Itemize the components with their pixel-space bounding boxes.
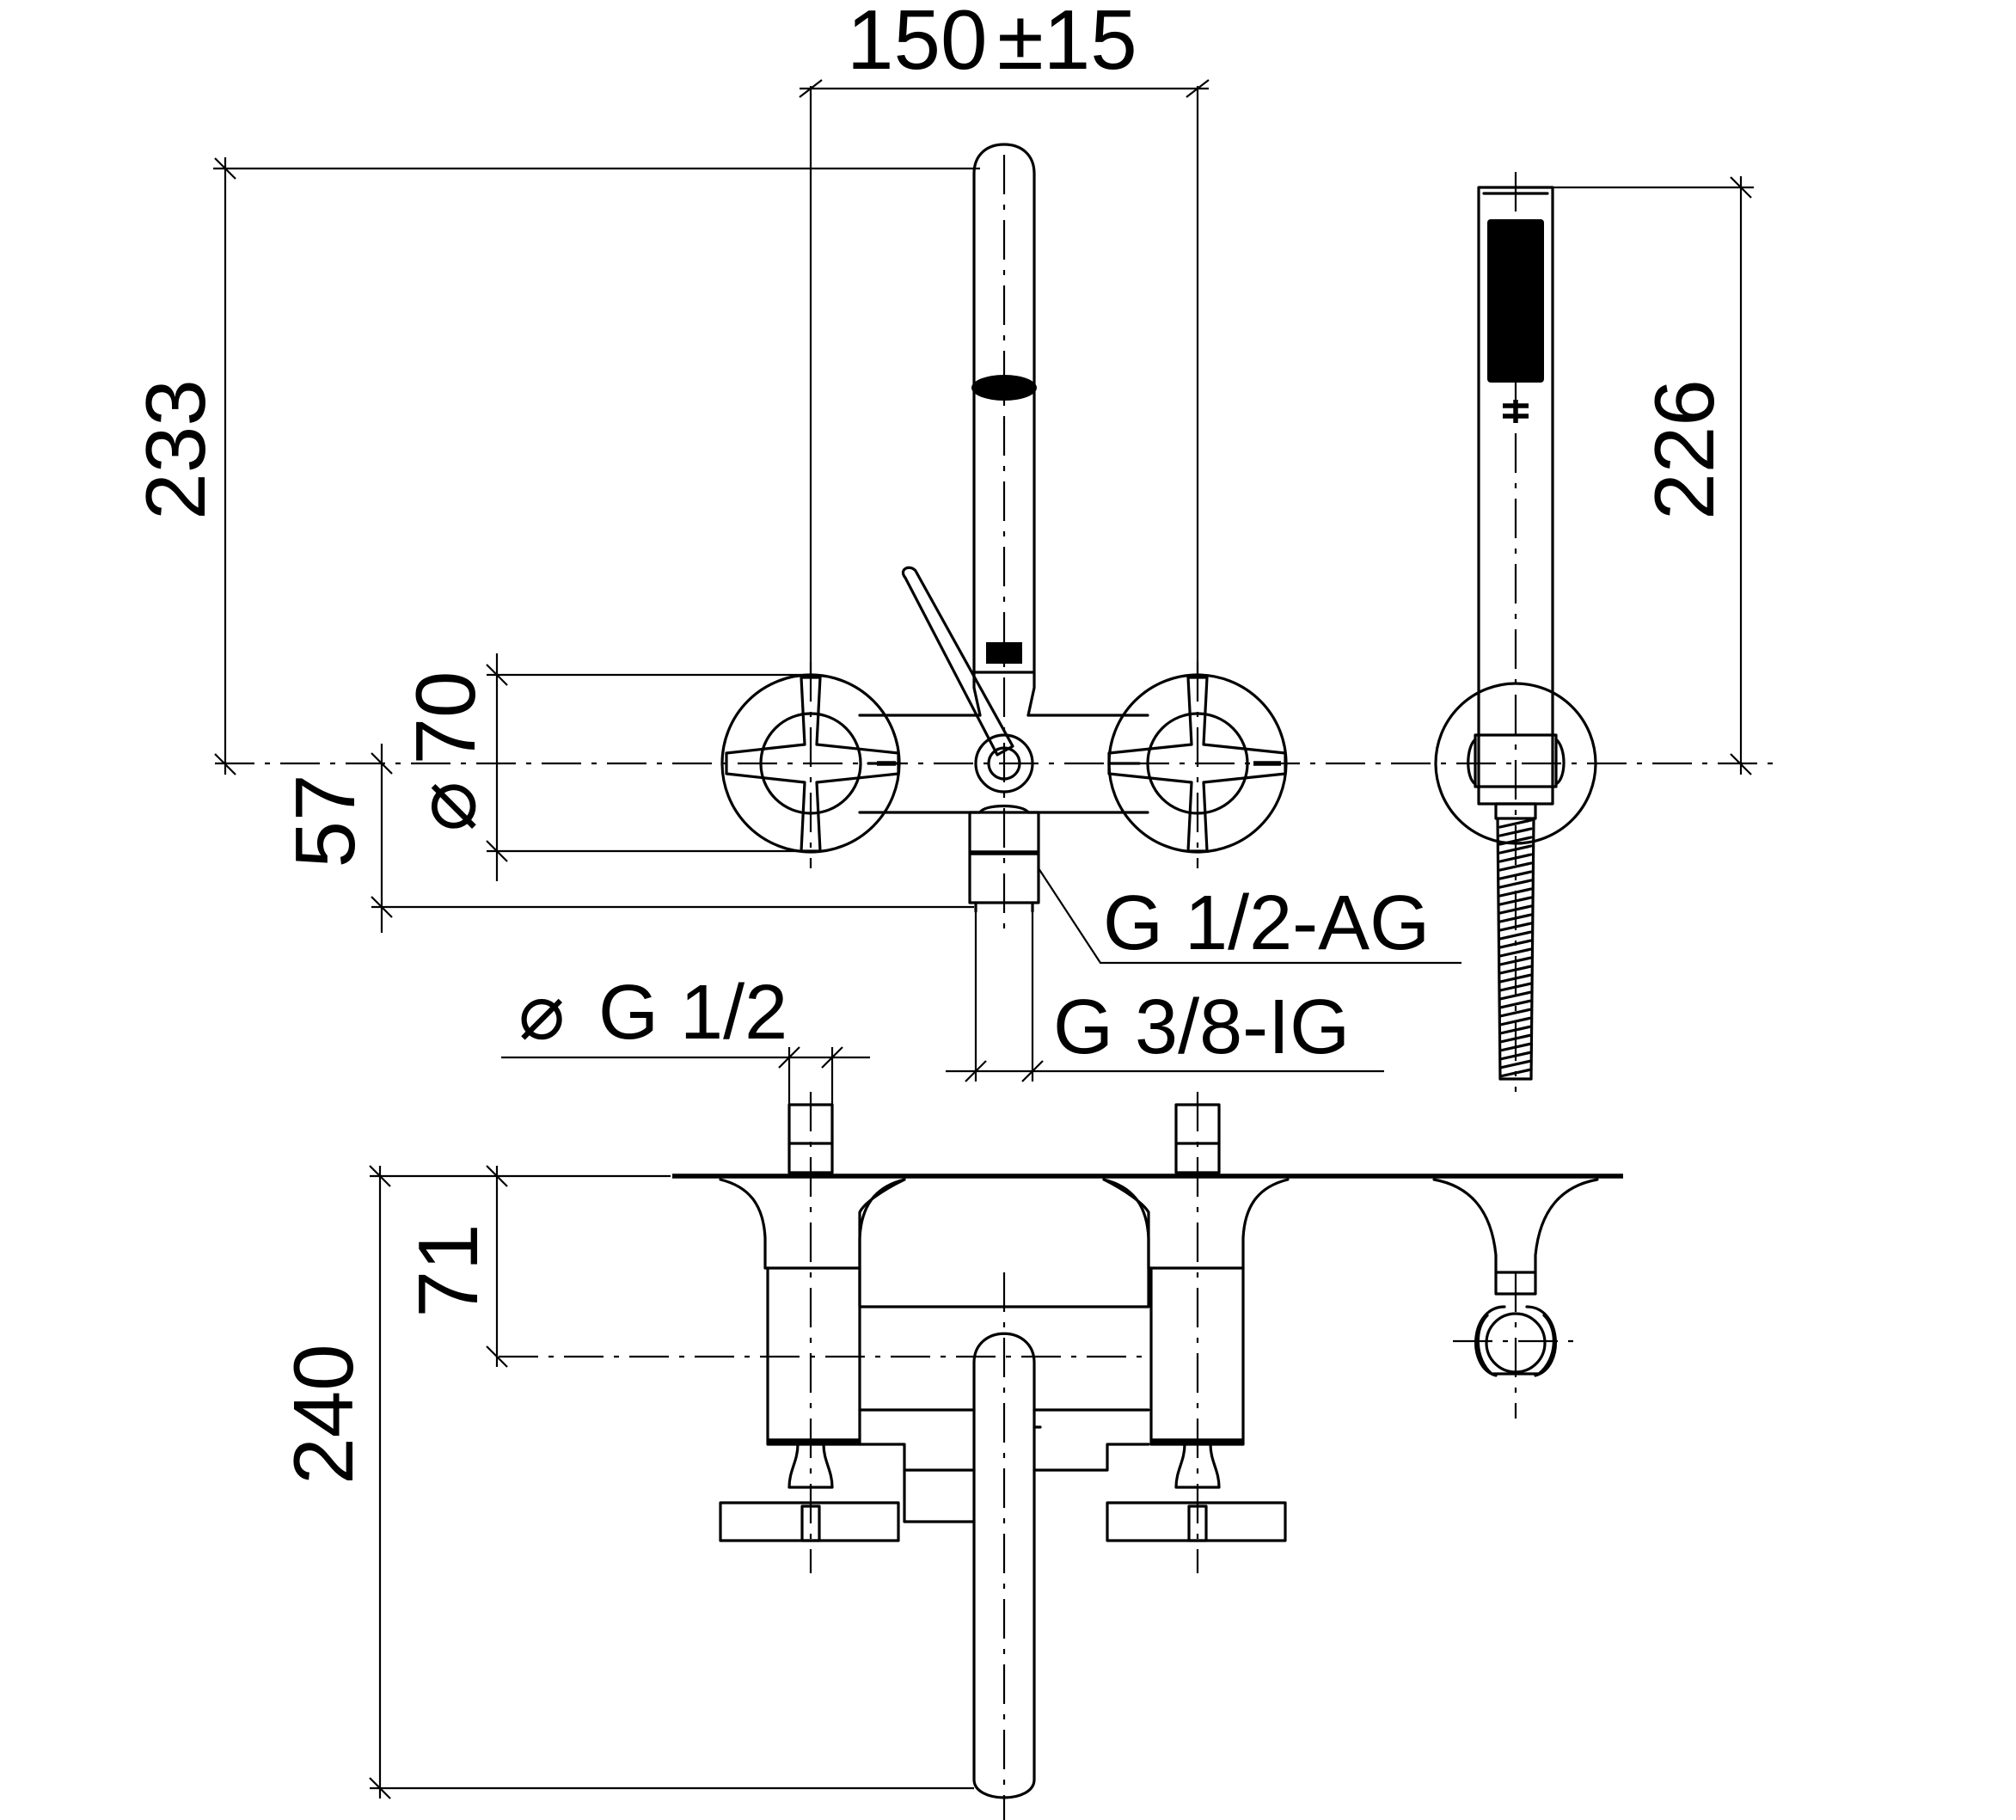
dim-spacing: 150 xyxy=(847,0,988,87)
dim-rosette-dia-symbol: ⌀ xyxy=(398,781,493,831)
dim-spacing-tolerance: ±15 xyxy=(997,0,1137,87)
right-cross-handle xyxy=(1107,676,1287,853)
dim-projection-axis: 71 xyxy=(401,1223,495,1317)
right-escutcheon xyxy=(1102,1178,1290,1270)
dim-supply-dia-symbol: ⌀ xyxy=(518,970,565,1056)
dimension-lines xyxy=(213,79,1754,1799)
left-plan-handle xyxy=(719,1501,900,1542)
left-valve-body xyxy=(766,1266,861,1446)
diverter-lever xyxy=(901,566,1014,757)
left-supply-connector xyxy=(787,1103,834,1174)
holder-stem xyxy=(972,143,1036,717)
left-escutcheon xyxy=(719,1178,906,1270)
dimension-labels: 150 ±15 233 226 ⌀ 70 57 G 1/2-AG G 3/8-I… xyxy=(128,0,1731,1485)
holder-clamp xyxy=(1474,733,1558,788)
spout-front xyxy=(968,811,1040,904)
handshower-body xyxy=(1477,186,1554,806)
dim-projection-total: 240 xyxy=(276,1344,371,1485)
holder-rosette xyxy=(1434,682,1597,845)
central-block xyxy=(858,1178,1150,1308)
mixer-front-view xyxy=(720,143,1288,913)
logo-mark xyxy=(1503,400,1529,423)
dim-connection-ig: G 3/8-IG xyxy=(1053,984,1350,1070)
dim-connection-ag: G 1/2-AG xyxy=(1103,880,1430,966)
dim-handshower-length: 226 xyxy=(1637,379,1731,520)
handshower-front-view xyxy=(1434,186,1597,1081)
mixer-plan-view xyxy=(672,1103,1623,1799)
spout-plan xyxy=(972,1332,1036,1799)
dim-supply-thread: G 1/2 xyxy=(598,970,787,1056)
holder-escutcheon-plan xyxy=(1432,1178,1599,1274)
dim-height-total: 233 xyxy=(128,379,223,520)
dim-rosette-dia: 70 xyxy=(398,671,493,764)
diverter-hub xyxy=(974,733,1034,794)
nozzle-pattern xyxy=(1487,219,1544,383)
right-plan-handle xyxy=(1106,1501,1287,1542)
left-cross-handle xyxy=(725,676,900,853)
right-valve-body xyxy=(1149,1266,1245,1446)
center-lines xyxy=(215,155,1780,1820)
dim-axis-to-outlet: 57 xyxy=(278,774,372,867)
right-supply-connector xyxy=(1174,1103,1221,1174)
